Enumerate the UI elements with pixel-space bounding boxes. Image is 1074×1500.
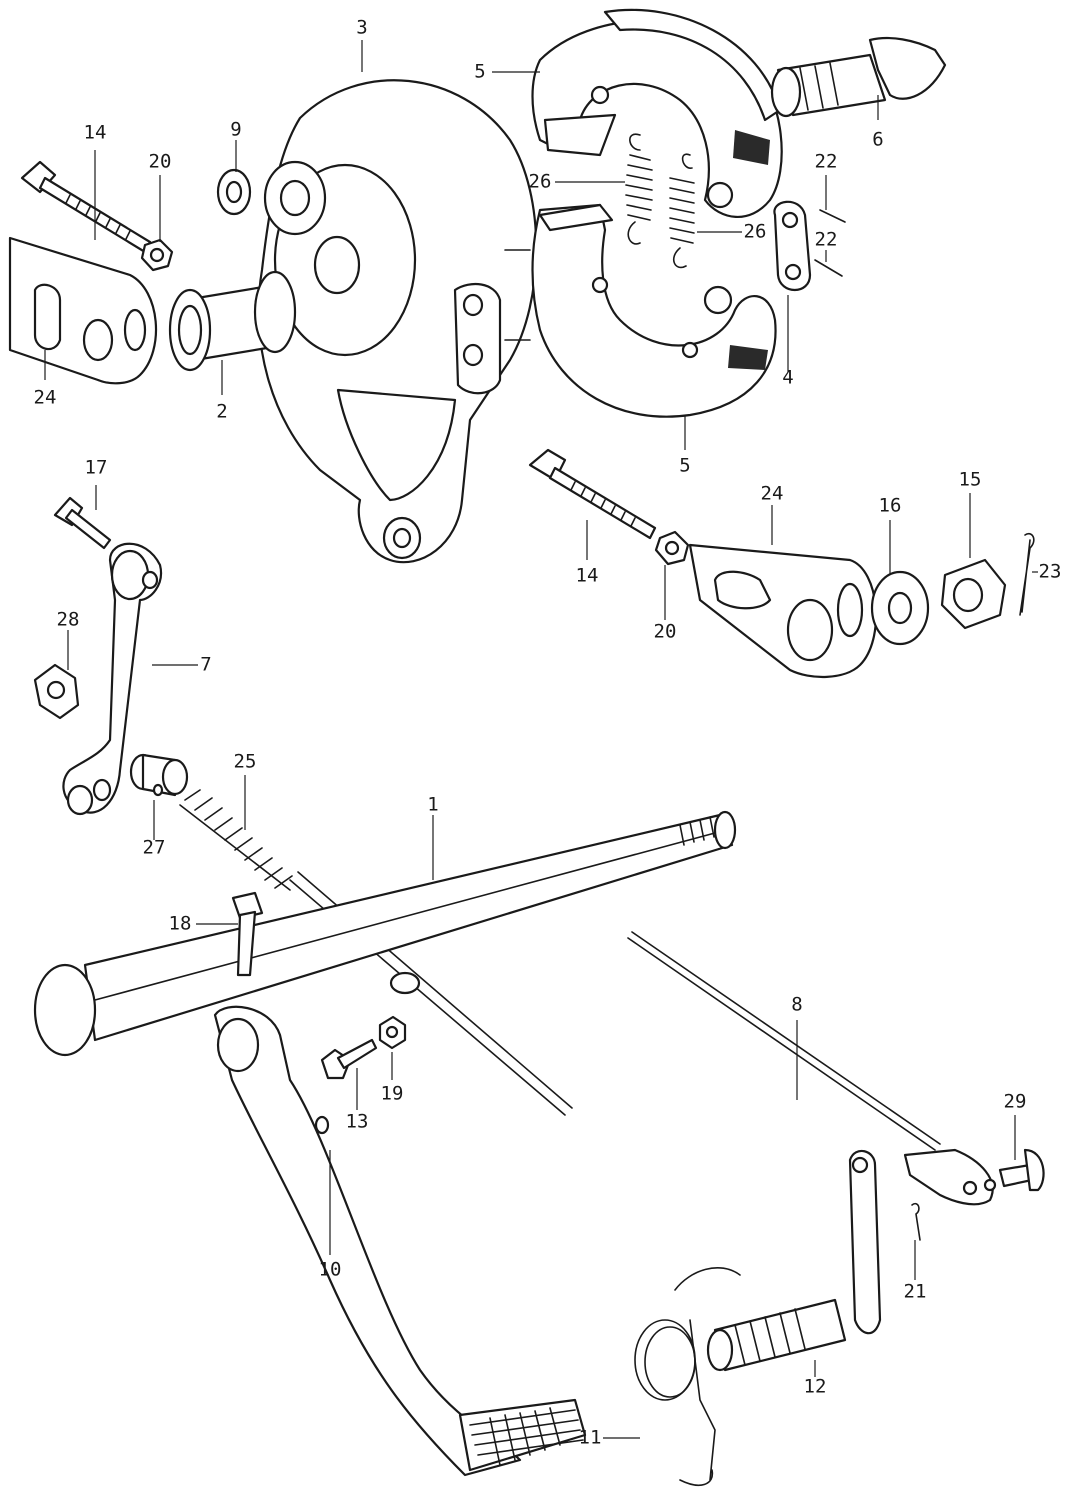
adjuster-bolt-upper [20, 160, 152, 254]
label-part-14-upper: 14 [84, 122, 107, 144]
rod-joint [129, 753, 189, 797]
label-part-25: 25 [234, 751, 257, 773]
arm-bolt [231, 891, 264, 977]
brake-panel [257, 79, 538, 564]
label-part-19: 19 [381, 1083, 404, 1105]
brake-cam [770, 36, 947, 118]
label-part-24-right: 24 [761, 483, 784, 505]
label-part-29: 29 [1004, 1091, 1027, 1113]
label-part-20-upper: 20 [149, 151, 172, 173]
label-part-26-upper: 26 [529, 171, 552, 193]
shoe-spring-2 [669, 153, 695, 269]
label-part-11: 11 [579, 1427, 602, 1449]
chain-adjuster-left [8, 236, 158, 385]
clip-upper [819, 209, 846, 223]
stopper-arm [62, 542, 163, 816]
label-part-2: 2 [216, 401, 227, 423]
label-part-7: 7 [200, 654, 211, 676]
label-part-9: 9 [230, 119, 241, 141]
label-part-5-lower: 5 [679, 455, 690, 477]
brake-pedal [213, 1005, 587, 1477]
shoe-spring-1 [625, 133, 653, 245]
label-part-21: 21 [904, 1281, 927, 1303]
label-part-22-lower: 22 [815, 229, 838, 251]
label-part-1: 1 [427, 794, 438, 816]
label-part-4: 4 [782, 367, 793, 389]
label-part-18: 18 [169, 913, 192, 935]
axle-nut [940, 558, 1007, 630]
label-part-3: 3 [356, 17, 367, 39]
label-part-13: 13 [346, 1111, 369, 1133]
label-part-26-lower: 26 [744, 221, 767, 243]
adjuster-nut-upper [140, 238, 174, 272]
label-part-16: 16 [879, 495, 902, 517]
rear-axle [33, 810, 737, 1057]
label-part-10: 10 [319, 1259, 342, 1281]
label-part-23: 23 [1039, 561, 1062, 583]
chain-adjuster-right [688, 543, 878, 679]
label-part-22-upper: 22 [815, 151, 838, 173]
label-part-14-lower: 14 [576, 565, 599, 587]
label-part-5-upper: 5 [474, 61, 485, 83]
brake-arm-shaft [706, 1149, 882, 1372]
label-part-17: 17 [85, 457, 108, 479]
stopper-bolt [53, 496, 112, 550]
brake-shoe-lower [531, 203, 777, 418]
adjuster-bolt-lower [528, 448, 657, 540]
cotter-pin-axle [1019, 532, 1035, 616]
pedal-nut [378, 1015, 407, 1050]
brake-shoe-upper [531, 8, 783, 218]
label-part-6: 6 [872, 129, 883, 151]
label-part-8: 8 [791, 994, 802, 1016]
shoe-plate [773, 200, 812, 291]
return-spring-rod [179, 789, 293, 891]
part-labels: 3 5 6 14 20 9 24 2 26 26 22 22 4 5 17 28… [34, 17, 1062, 1449]
label-part-28: 28 [57, 609, 80, 631]
washer-9 [216, 168, 252, 216]
joint-pin [998, 1148, 1045, 1192]
label-part-15: 15 [959, 469, 982, 491]
axle-washer [870, 570, 930, 646]
return-spring-pedal [634, 1267, 741, 1486]
adjuster-nut-lower [654, 530, 690, 566]
stopper-nut [33, 663, 80, 720]
label-part-27: 27 [143, 837, 166, 859]
pedal-bolt [320, 1038, 378, 1080]
leader-lines [44, 40, 1038, 1439]
label-part-24-left: 24 [34, 387, 57, 409]
axle-collar [168, 270, 297, 372]
cotter-pin-joint [911, 1202, 921, 1241]
brake-rod-rear [627, 931, 997, 1206]
clip-lower [814, 259, 843, 277]
label-part-12: 12 [804, 1376, 827, 1398]
label-part-20-lower: 20 [654, 621, 677, 643]
